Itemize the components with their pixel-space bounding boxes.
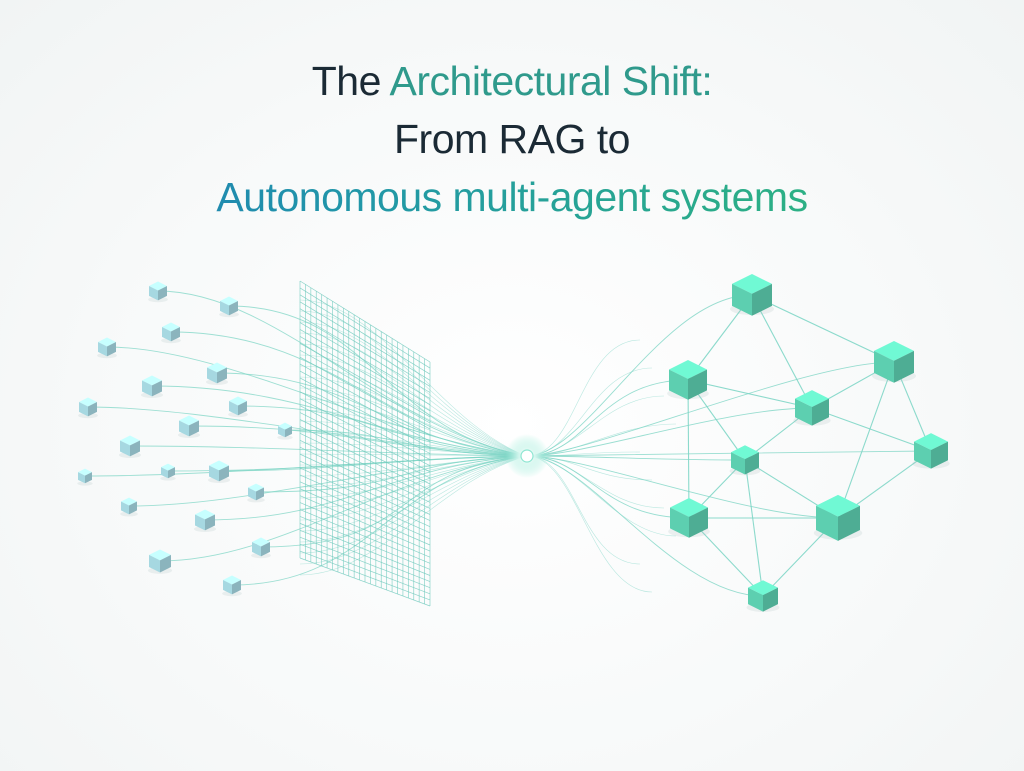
document-chunk-cube xyxy=(194,509,216,532)
agent-link xyxy=(837,361,895,519)
document-chunk-cube xyxy=(228,396,248,418)
document-chunk-cube xyxy=(78,397,98,419)
document-chunk-cube xyxy=(206,362,228,385)
document-chunk-cube xyxy=(77,468,93,486)
agent-node-cube xyxy=(813,494,863,541)
document-chunks xyxy=(77,281,293,597)
document-chunk-cube xyxy=(222,575,242,597)
agent-network-edges xyxy=(687,294,932,597)
agent-node-cube xyxy=(746,580,780,612)
agent-node-cube xyxy=(729,445,761,476)
document-chunk-cube xyxy=(147,549,173,574)
flow-lines xyxy=(84,290,932,597)
agent-node-cube xyxy=(667,360,709,400)
agent-link xyxy=(687,379,813,409)
title-line-1: The Architectural Shift: xyxy=(0,52,1024,110)
agent-node-cube xyxy=(872,341,916,383)
title-line-3: Autonomous multi-agent systems xyxy=(0,168,1024,226)
agent-node-cube xyxy=(730,274,774,316)
document-chunk-cube xyxy=(251,537,271,559)
agent-link xyxy=(744,459,764,597)
document-chunk-cube xyxy=(161,322,181,344)
document-chunk-cube xyxy=(141,375,163,398)
agent-link xyxy=(811,407,932,452)
document-chunk-cube xyxy=(120,497,138,517)
agent-link xyxy=(751,294,895,363)
agent-node-cube xyxy=(668,498,710,538)
document-chunk-cube xyxy=(178,415,200,438)
document-chunk-cube xyxy=(277,422,293,440)
title-line-1-prefix: The xyxy=(311,58,382,104)
document-chunk-cube xyxy=(219,296,239,318)
title-line-1-accent: Architectural Shift: xyxy=(389,58,713,104)
document-chunk-cube xyxy=(148,281,168,303)
title-line-2: From RAG to xyxy=(394,116,630,162)
convergence-point xyxy=(505,434,549,478)
document-chunk-cube xyxy=(247,483,265,503)
document-chunk-cube xyxy=(97,337,117,359)
document-chunk-cube xyxy=(160,463,176,481)
grid-panel xyxy=(299,280,431,607)
document-chunk-cube xyxy=(119,435,141,458)
agent-link xyxy=(751,294,813,409)
document-chunk-cube xyxy=(208,460,230,483)
agent-node-cube xyxy=(793,390,831,426)
agent-node-cube xyxy=(912,433,950,469)
agent-link xyxy=(687,379,690,519)
slide-title: The Architectural Shift: From RAG to Aut… xyxy=(0,52,1024,226)
agent-network-nodes xyxy=(667,274,950,612)
